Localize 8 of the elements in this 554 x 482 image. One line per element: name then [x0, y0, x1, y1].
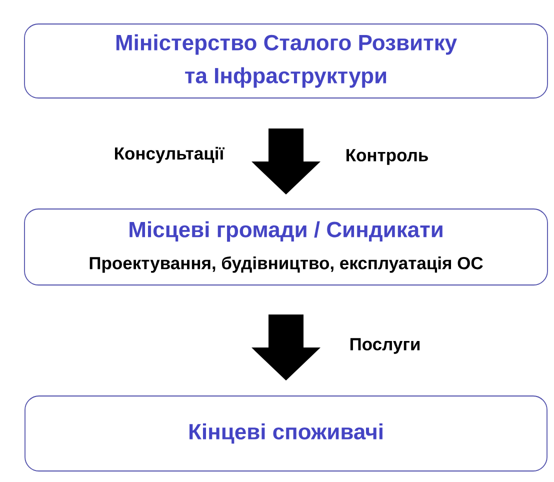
- process-box: Кінцеві споживачі: [24, 396, 548, 472]
- block-arrow: [252, 314, 320, 381]
- edge-label: Консультації: [112, 146, 226, 164]
- side-label: Контроль: [346, 149, 428, 165]
- block-arrow: [252, 128, 320, 195]
- edge-label: Послуги: [348, 337, 422, 355]
- process-box: Місцеві громади / Синдикати Проектування, будівництво, експлуатація ОС: [24, 208, 548, 286]
- process-box: Міністерство Сталого Розвитку та Інфраструктури: [24, 24, 548, 98]
